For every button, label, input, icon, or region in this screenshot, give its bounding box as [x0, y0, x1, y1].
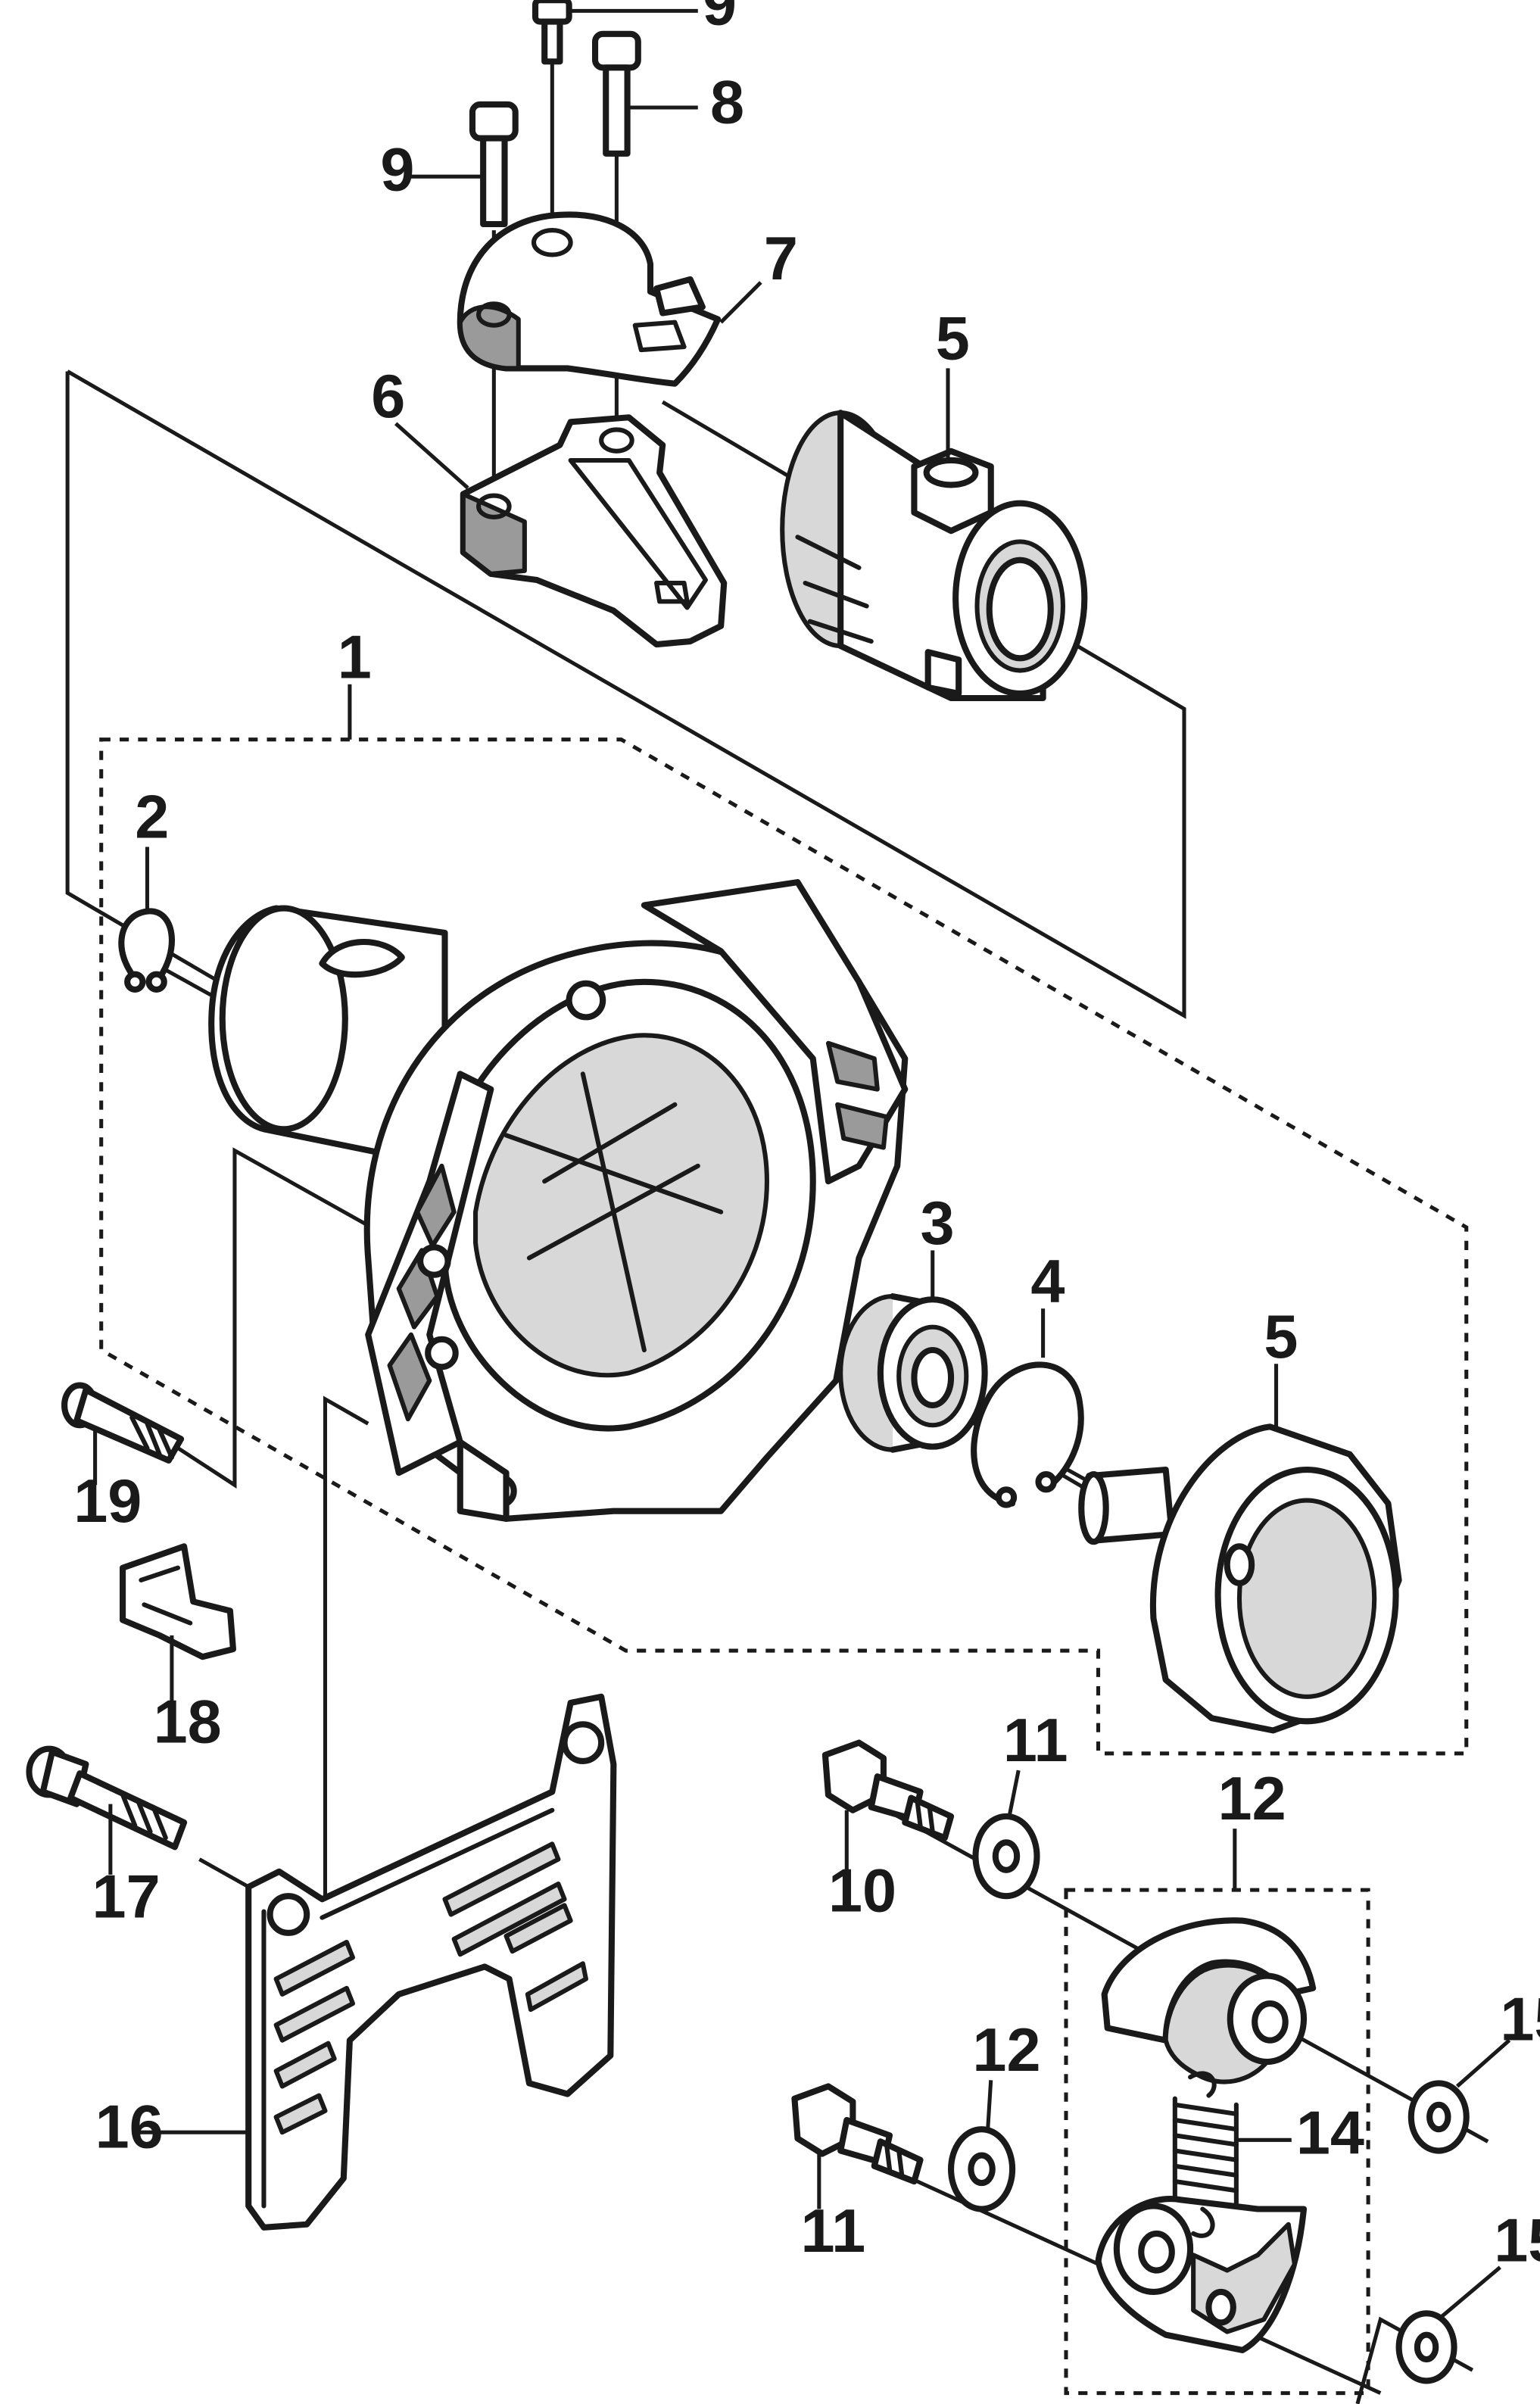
screw-9-left-drawing: [469, 101, 519, 228]
clutch-shoe-upper-drawing: [1101, 1917, 1317, 2084]
bracket-lower-drawing: [460, 414, 728, 648]
part-number-3: 3: [921, 1190, 955, 1258]
assembly-line-pin: [167, 1147, 400, 1489]
part-number-16: 16: [95, 2093, 164, 2161]
part-number-10: 9: [703, 0, 737, 39]
leader-15-upper: [1455, 2038, 1511, 2088]
leader-12-upper: [1007, 1769, 1021, 1817]
part-number-17: 17: [92, 1863, 161, 1932]
part-number-5: 5: [1264, 1303, 1298, 1371]
part-number-4: 4: [1030, 1248, 1065, 1316]
leader-8: [719, 281, 762, 324]
washer-12-upper-drawing: [972, 1813, 1040, 1900]
part-number-6: 5: [936, 304, 970, 373]
screw-17-drawing: [26, 1745, 188, 1851]
part-number-11: 11: [801, 2197, 866, 2265]
part-number-8: 7: [764, 225, 798, 293]
part-number-18: 18: [154, 1688, 222, 1757]
part-number-12: 11: [1003, 1707, 1068, 1775]
part-number-9: 9: [380, 136, 414, 204]
spring-drawing: [1172, 2071, 1239, 2238]
leader-15-lower: [1440, 2265, 1501, 2318]
part-number-2: 2: [135, 783, 169, 851]
clip-drawing: [120, 1543, 236, 1660]
part-number-13: 12: [1218, 1765, 1286, 1833]
coupling-drawing: [780, 410, 1088, 702]
part-number-15: 15: [1494, 2206, 1540, 2275]
housing-drawing: [208, 879, 909, 1522]
clutch-shoe-lower-drawing: [1095, 2196, 1308, 2353]
bearing-drawing: [838, 1293, 988, 1453]
group-box-clutch-assembly: [1064, 1888, 1370, 2396]
washer-15-upper-drawing: [1408, 2080, 1470, 2154]
screw-10-drawing: [532, 0, 572, 65]
retaining-ring-drawing: [971, 1361, 1084, 1508]
washer-15-lower-drawing: [1395, 2310, 1457, 2384]
bolt-11-lower-drawing: [791, 2083, 924, 2185]
leader-12-lower: [986, 2080, 993, 2130]
part-number-9: 8: [710, 68, 744, 136]
bracket-upper-drawing: [457, 211, 722, 387]
clutch-drum-drawing: [1078, 1423, 1402, 1734]
leader-7: [394, 422, 469, 490]
part-number-11: 10: [828, 1857, 896, 1925]
part-number-1: 1: [338, 624, 372, 692]
part-number-7: 6: [371, 363, 405, 431]
screw-9-right-drawing: [591, 30, 641, 157]
part-number-14: 14: [1296, 2100, 1364, 2168]
washer-12-lower-drawing: [948, 2126, 1016, 2212]
part-number-12: 12: [972, 2016, 1040, 2084]
part-number-15: 15: [1500, 1986, 1540, 2054]
pin-drawing: [61, 1382, 185, 1464]
part-number-19: 19: [73, 1467, 142, 1536]
circlip-drawing: [118, 908, 175, 993]
bolt-11-upper-drawing: [821, 1739, 955, 1841]
harness-plate-drawing: [245, 1693, 617, 2231]
